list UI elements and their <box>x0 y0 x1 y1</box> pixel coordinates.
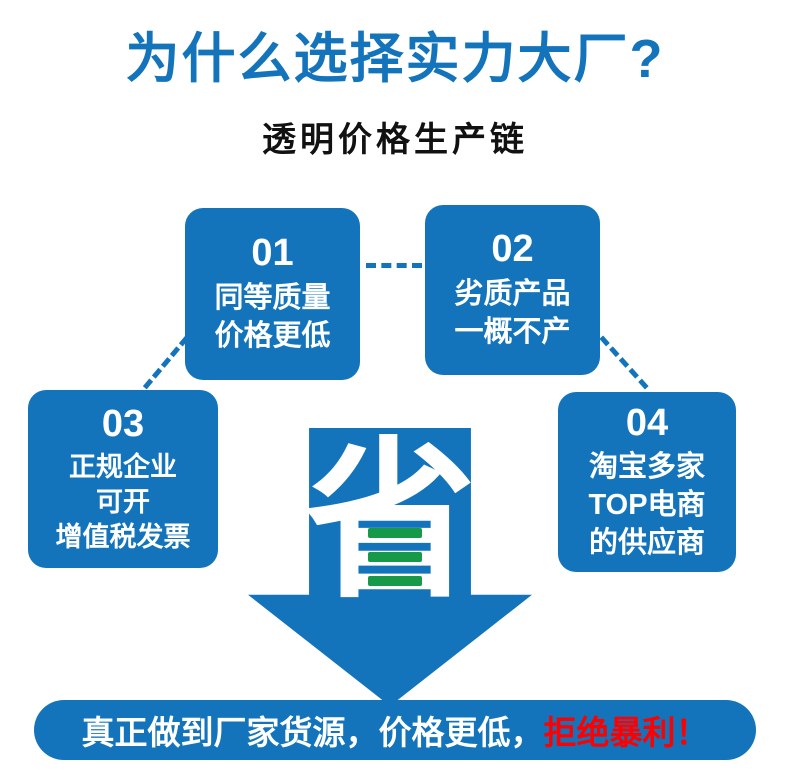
box-text-line: 同等质量 <box>214 282 331 315</box>
feature-box-04: 04 淘宝多家 TOP电商 的供应商 <box>558 392 736 572</box>
bottom-banner: 真正做到厂家货源，价格更低，拒绝暴利！ <box>34 700 756 760</box>
box-number: 04 <box>625 401 669 444</box>
box-text-line: 可开 <box>96 487 150 518</box>
connector-dash-middle <box>366 263 422 268</box>
feature-box-01: 01 同等质量 价格更低 <box>185 208 360 380</box>
banner-text-main: 真正做到厂家货源，价格更低， <box>81 714 544 751</box>
box-number: 03 <box>101 402 145 445</box>
box-text-line: 的供应商 <box>588 526 705 559</box>
box-number: 01 <box>251 232 294 275</box>
box-text-line: 正规企业 <box>69 452 177 483</box>
green-line <box>368 552 422 562</box>
box-number: 02 <box>491 228 534 271</box>
connector-dash-left <box>142 335 190 390</box>
connector-dash-right <box>599 335 649 390</box>
box-text-line: 淘宝多家 <box>588 451 705 484</box>
page-title: 为什么选择实力大厂? <box>125 29 665 89</box>
box-text-line: 增值税发票 <box>55 522 191 553</box>
page-subtitle: 透明价格生产链 <box>262 121 528 159</box>
green-line <box>368 528 422 538</box>
banner-text-highlight: 拒绝暴利！ <box>543 714 709 751</box>
box-text-line: 劣质产品 <box>454 278 571 311</box>
down-arrow-shape: 省 <box>248 428 532 706</box>
feature-box-02: 02 劣质产品 一概不产 <box>425 205 600 375</box>
box-text-line: 价格更低 <box>214 319 331 352</box>
box-text-line: TOP电商 <box>588 489 706 521</box>
green-line <box>368 576 422 586</box>
feature-box-03: 03 正规企业 可开 增值税发票 <box>28 390 218 568</box>
box-text-line: 一概不产 <box>454 315 571 348</box>
